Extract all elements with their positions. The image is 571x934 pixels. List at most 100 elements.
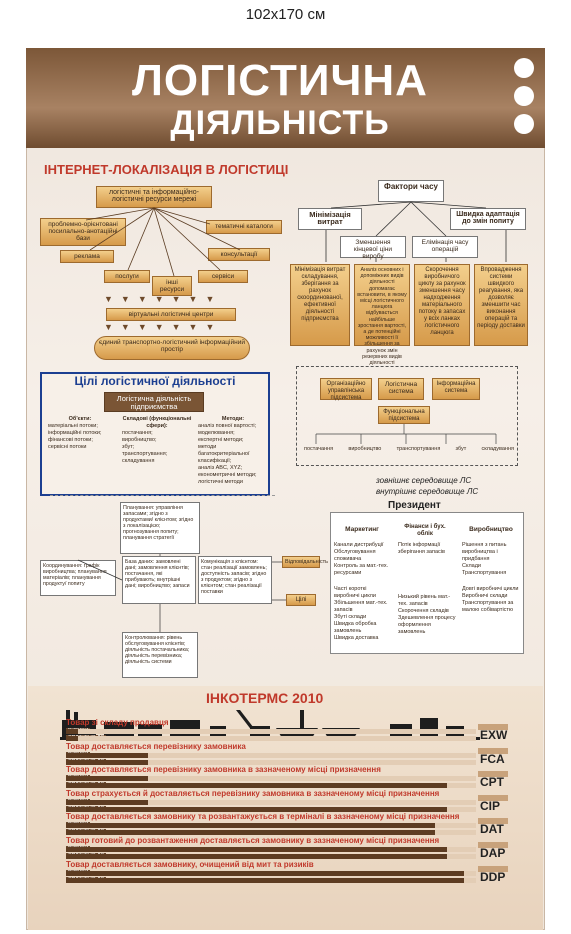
- internet-section-title: ІНТЕРНЕТ-ЛОКАЛІЗАЦІЯ В ЛОГІСТИЦІ: [44, 162, 289, 177]
- risk-bar: [66, 870, 464, 876]
- production-item: Рішення з питань виробництва і придбання: [462, 542, 507, 562]
- factor-detail-2: Аналіз основних і допоміжних видів діяль…: [354, 264, 410, 366]
- goals-object-item: матеріальні потоки;: [48, 423, 98, 429]
- president-title: Президент: [388, 500, 441, 511]
- factor-min-cost-box: Мінімізація витрат: [298, 208, 362, 230]
- risk-bar: [66, 847, 448, 852]
- paid-track: [66, 736, 476, 741]
- paid-track: [66, 759, 476, 765]
- finance-list-2: Низький рівень мат.-тех. запасів Скороче…: [398, 594, 456, 636]
- factor-reduce-box: Зменшення кінцевої ціни виробу: [340, 236, 406, 260]
- risk-track: [66, 776, 476, 782]
- control-box: Контролювання: рівень обслуговування клі…: [122, 632, 198, 678]
- poster-header: [26, 48, 545, 148]
- planning-connector-lines: [77, 554, 286, 632]
- goals-method-item: економетричні методи;: [198, 472, 257, 478]
- goals-method-item: методи багатокритеріальної класифікації;: [198, 444, 250, 464]
- system-frame: [296, 366, 518, 466]
- system-info-box: Інформаційна система: [432, 378, 480, 400]
- poster-title-line1: ЛОГІСТИЧНА: [132, 56, 428, 105]
- goals-component-item: складування: [122, 458, 155, 464]
- goals-subtitle-box: Логістична діяльність підприємства: [104, 392, 204, 412]
- goals-method-item: аналіз ABC, XYZ;: [198, 465, 243, 471]
- factor-detail-1: Мінімізація витрат складування, зберіган…: [290, 264, 350, 346]
- internet-space-box: єдиний транспортно-логістичний інформаці…: [94, 336, 250, 360]
- production-item-2: Виробничі склади: [462, 593, 508, 599]
- risk-bar: [66, 776, 148, 782]
- system-function-item: збут: [455, 446, 467, 452]
- incoterm-title: Товар страхується й доставляється переві…: [66, 788, 440, 798]
- factor-fast-box: Швидка адаптація до змін попиту: [450, 208, 526, 230]
- production-item: Склади: [462, 563, 481, 569]
- goals-component-item: транспортування;: [122, 451, 168, 457]
- goals-component-item: постачання;: [122, 430, 153, 436]
- production-head: Виробництво: [469, 526, 513, 533]
- paid-bar: [66, 783, 448, 789]
- goals-method-item: аналіз повної вартості;: [198, 423, 257, 429]
- marketing-item-2: Швидка доставка: [334, 635, 379, 641]
- finance-item: зберігання запасів: [398, 549, 445, 555]
- marketing-item: Канали дистрибуції: [334, 542, 384, 548]
- marketing-item-2: Швидка обробка замовлень: [334, 621, 377, 634]
- incoterm-code-tab: [478, 842, 508, 848]
- goals-object-item: фінансові потоки;: [48, 437, 93, 443]
- finance-item-2: Скорочення складів: [398, 608, 449, 614]
- incoterm-code: CIP: [480, 798, 501, 813]
- finance-head: Фінанси і бух. облік: [404, 524, 446, 537]
- incoterm-title: Товар доставляється замовнику та розвант…: [66, 812, 460, 822]
- incoterm-code: DAP: [480, 846, 506, 860]
- system-log-box: Логістична система: [378, 378, 424, 400]
- production-item: Транспортування: [462, 570, 507, 576]
- communication-box: Комунікація з клієнтом: стан реалізації …: [198, 556, 272, 604]
- paid-bar: [66, 877, 464, 883]
- factor-detail-4: Впровадження системи швидкого реагування…: [474, 264, 528, 346]
- president-frame: [330, 512, 524, 654]
- goals-methods-list: Методи: аналіз повної вартості; моделюва…: [198, 416, 268, 486]
- system-functions-row: постачання виробництво транспортування з…: [304, 446, 514, 453]
- incoterm-code-tab: [478, 747, 508, 754]
- production-list: Рішення з питань виробництва і придбання…: [462, 542, 522, 577]
- system-org-box: Організаційно управлінська підсистема: [320, 378, 372, 401]
- goals-object-item: інформаційні потоки;: [48, 430, 102, 436]
- mount-hole-icon: [514, 58, 534, 78]
- risk-bar: [66, 752, 148, 758]
- marketing-item-2: Збуті склади: [334, 614, 367, 620]
- database-box: База даних: замовлені дані; замовлення к…: [122, 556, 196, 604]
- goals-method-item: моделювання;: [198, 430, 235, 436]
- goals-component-item: збут;: [122, 444, 135, 450]
- factor-elim-box: Елімінація часу операцій: [412, 236, 478, 258]
- internet-catalogs-box: тематичні каталоги: [206, 220, 282, 234]
- incoterm-code-tab: [478, 818, 508, 825]
- planning-divider: [50, 495, 275, 503]
- production-item-2: Транспортування за малою собівартістю: [462, 600, 514, 613]
- internet-consult-box: консультації: [208, 248, 270, 261]
- incoterm-title: Товар доставляється замовнику, очищений …: [66, 859, 314, 869]
- goals-objects-list: Об'єкти: матеріальні потоки; інформаційн…: [48, 416, 112, 451]
- marketing-item: Контроль за мат.-тех. ресурсами: [334, 563, 389, 576]
- incoterm-code: EXW: [480, 728, 508, 742]
- goals-small-box: Цілі: [286, 594, 316, 606]
- incoterm-code: FCA: [480, 751, 505, 766]
- finance-list: Потік інформації зберігання запасів: [398, 542, 456, 556]
- paid-bar: [66, 759, 148, 765]
- internet-resources-box: логістичні та інформаційно-логістичні ре…: [96, 186, 212, 208]
- incoterm-code-tab: [478, 794, 508, 801]
- risk-bar: [66, 799, 148, 805]
- goals-method-item: логістичні методи: [198, 479, 243, 485]
- system-function-item: постачання: [304, 446, 334, 452]
- system-function-item: виробництво: [348, 446, 382, 452]
- system-func-box: Функціональна підсистема: [378, 406, 430, 424]
- down-arrows-icon: ▼▼▼▼▼▼▼: [104, 322, 223, 332]
- system-external-label: зовнішнє середовище ЛС: [376, 476, 472, 485]
- mount-hole-icon: [514, 114, 534, 134]
- goals-object-item: сервісні потоки: [48, 444, 87, 450]
- marketing-list: Канали дистрибуції Обслуговування спожив…: [334, 542, 392, 577]
- finance-item: Потік інформації: [398, 542, 441, 548]
- risk-track: [66, 799, 476, 805]
- system-internal-label: внутрішнє середовище ЛС: [376, 487, 479, 496]
- down-arrows-icon: ▼▼▼▼▼▼▼: [104, 294, 223, 304]
- marketing-list-2: Часті короткі виробничі цикли Збільшення…: [334, 586, 392, 642]
- incoterm-code-tab: [478, 771, 508, 778]
- risk-bar: [66, 729, 79, 734]
- incoterm-code-tab: [478, 865, 508, 872]
